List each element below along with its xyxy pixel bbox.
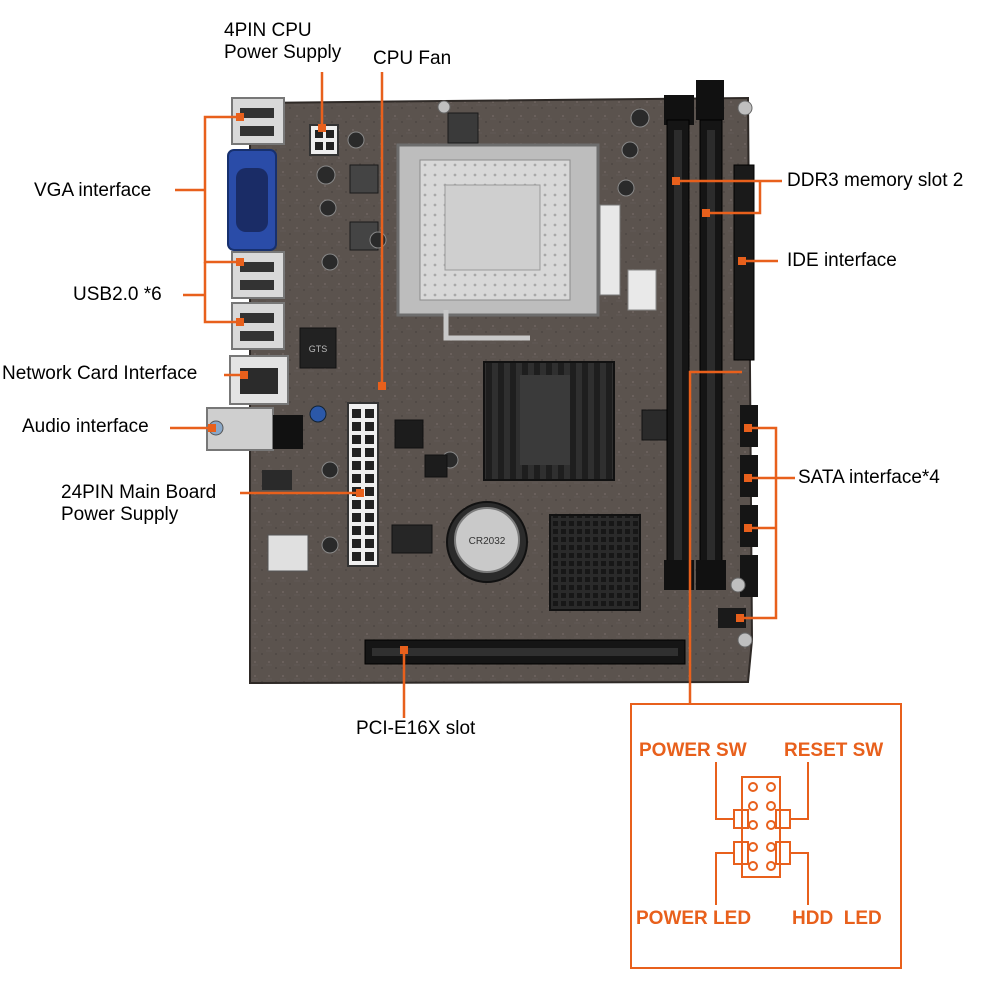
label-main-power: 24PIN Main Board Power Supply [61, 482, 217, 525]
label-audio: Audio interface [22, 416, 149, 437]
chip-marking-a: GTS [309, 344, 328, 354]
motherboard: GTS CR2032 [206, 80, 758, 685]
label-vga: VGA interface [34, 180, 152, 201]
label-ide: IDE interface [787, 250, 897, 271]
front-panel-header [718, 608, 746, 628]
callout-lines [170, 72, 795, 718]
label-sata: SATA interface*4 [798, 467, 940, 488]
label-usb: USB2.0 *6 [73, 284, 162, 305]
label-reset-sw: RESET SW [784, 740, 884, 761]
label-hdd-led: HDD LED [792, 908, 882, 929]
pinout-box [630, 703, 902, 969]
ddr3-slots [664, 80, 726, 590]
pcie-slot [364, 639, 686, 665]
vga-callout [175, 115, 240, 264]
usb-callout [183, 262, 240, 324]
label-cpu-fan: CPU Fan [373, 48, 452, 69]
label-cpu-power: 4PIN CPU Power Supply [224, 20, 342, 63]
label-power-sw: POWER SW [639, 740, 747, 761]
cpu-socket [396, 143, 657, 341]
label-pcie: PCI-E16X slot [356, 718, 476, 739]
front-panel-pinout [630, 703, 902, 969]
battery-marking: CR2032 [469, 536, 506, 547]
label-ddr3: DDR3 memory slot 2 [787, 170, 964, 191]
main-power-connector [347, 402, 379, 567]
sata-callout [740, 426, 795, 620]
label-network: Network Card Interface [2, 363, 198, 384]
southbridge-heatsink [549, 514, 641, 611]
front-panel-callout [688, 370, 742, 704]
label-power-led: POWER LED [636, 908, 752, 929]
cmos-battery: CR2032 [446, 501, 528, 583]
ddr3-callout [676, 179, 782, 215]
callout-dots [208, 113, 752, 654]
